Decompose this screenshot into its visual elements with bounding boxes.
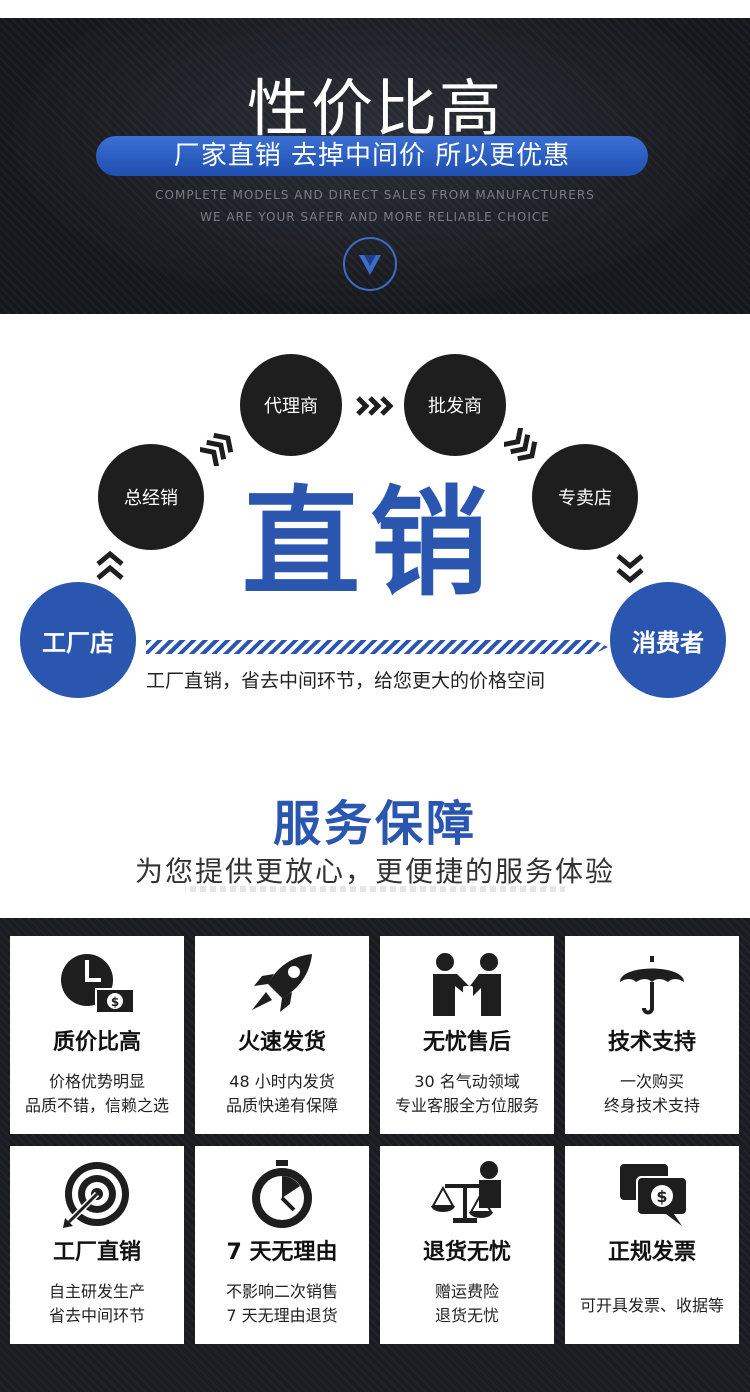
card-title: 无忧售后 <box>422 1030 511 1055</box>
service-card-quality-price: $ 质价比高 价格优势明显 品质不错，信赖之选 <box>10 936 184 1134</box>
card-line-2: 省去中间环节 <box>48 1306 145 1325</box>
service-card-worry-free-return: 退货无忧 赠运费险 退货无忧 <box>380 1146 554 1344</box>
service-card-after-sales: 无忧售后 30 名气动领域 专业客服全方位服务 <box>380 936 554 1134</box>
target-icon <box>63 1162 129 1228</box>
chevron-down-right-icon <box>504 428 538 462</box>
service-card-factory-direct: 工厂直销 自主研发生产 省去中间环节 <box>10 1146 184 1344</box>
flow-caption: 工厂直销，省去中间环节，给您更大的价格空间 <box>146 670 546 692</box>
card-line-1: 自主研发生产 <box>48 1282 145 1301</box>
rocket-icon <box>252 954 312 1012</box>
stopwatch-icon <box>252 1160 312 1228</box>
service-card-invoice: $ 正规发票 可开具发票、收据等 <box>565 1146 739 1344</box>
node-agent: 代理商 <box>240 354 342 456</box>
card-line-2: 7 天无理由退货 <box>226 1306 338 1325</box>
card-line-1: 可开具发票、收据等 <box>579 1296 724 1315</box>
banner-english-line-1: COMPLETE MODELS AND DIRECT SALES FROM MA… <box>155 188 595 202</box>
card-line-2: 终身技术支持 <box>603 1096 700 1115</box>
chevron-up-icon <box>96 550 124 580</box>
clock-money-icon: $ <box>61 954 135 1014</box>
service-title: 服务保障 <box>272 796 477 852</box>
handshake-icon <box>433 953 501 1016</box>
node-store: 专卖店 <box>532 444 638 550</box>
hero-banner: 性价比高 厂家直销 去掉中间价 所以更优惠 COMPLETE MODELS AN… <box>0 18 750 314</box>
card-line-2: 退货无忧 <box>434 1306 499 1325</box>
card-line-2: 品质快递有保障 <box>225 1096 338 1115</box>
direct-sales-title: 直销 <box>242 474 499 612</box>
svg-text:$: $ <box>656 1187 667 1206</box>
chevron-down-icon[interactable] <box>343 237 397 291</box>
chevron-right-icon <box>356 396 394 416</box>
umbrella-icon <box>620 956 684 1015</box>
card-title: 技术支持 <box>607 1030 696 1055</box>
svg-text:$: $ <box>111 995 119 1009</box>
card-line-1: 赠运费险 <box>434 1282 499 1301</box>
chevron-down-icon <box>616 554 644 584</box>
node-distributor: 总经销 <box>98 444 204 550</box>
node-wholesaler: 批发商 <box>404 354 506 456</box>
card-title: 工厂直销 <box>52 1240 141 1265</box>
factory-to-consumer-arrow <box>146 640 608 654</box>
card-title: 火速发货 <box>237 1030 326 1055</box>
card-title: 质价比高 <box>52 1030 141 1055</box>
invoice-dollar-icon: $ <box>620 1164 688 1226</box>
card-line-1: 30 名气动领域 <box>414 1072 520 1091</box>
card-title: 退货无忧 <box>422 1240 511 1265</box>
service-grid: $ 质价比高 价格优势明显 品质不错，信赖之选 火速发货 48 小时内发货 品质… <box>0 918 750 1392</box>
service-card-fast-shipping: 火速发货 48 小时内发货 品质快递有保障 <box>195 936 369 1134</box>
service-subtitle: 为您提供更放心，更便捷的服务体验 <box>134 855 615 888</box>
service-card-7-day-return: 7 天无理由 不影响二次销售 7 天无理由退货 <box>195 1146 369 1344</box>
card-title: 正规发票 <box>607 1240 696 1265</box>
card-title: 7 天无理由 <box>226 1240 338 1265</box>
banner-english-line-2: WE ARE YOUR SAFER AND MORE RELIABLE CHOI… <box>200 210 550 224</box>
node-factory: 工厂店 <box>20 582 136 698</box>
decorative-divider <box>185 886 565 892</box>
banner-slogan: 厂家直销 去掉中间价 所以更优惠 <box>96 136 648 176</box>
service-card-tech-support: 技术支持 一次购买 终身技术支持 <box>565 936 739 1134</box>
banner-title: 性价比高 <box>246 72 503 145</box>
card-line-1: 不影响二次销售 <box>225 1282 338 1301</box>
chevron-up-right-icon <box>200 432 234 466</box>
card-line-1: 价格优势明显 <box>48 1072 145 1091</box>
node-consumer: 消费者 <box>610 582 726 698</box>
direct-sales-diagram: 代理商 批发商 总经销 专卖店 工厂店 消费者 直销 工厂直销，省去中间环节，给… <box>0 314 750 744</box>
card-line-1: 一次购买 <box>619 1072 684 1091</box>
card-line-1: 48 小时内发货 <box>229 1072 335 1091</box>
card-line-2: 品质不错，信赖之选 <box>24 1096 169 1115</box>
card-line-2: 专业客服全方位服务 <box>394 1096 539 1115</box>
scales-icon <box>431 1161 501 1223</box>
